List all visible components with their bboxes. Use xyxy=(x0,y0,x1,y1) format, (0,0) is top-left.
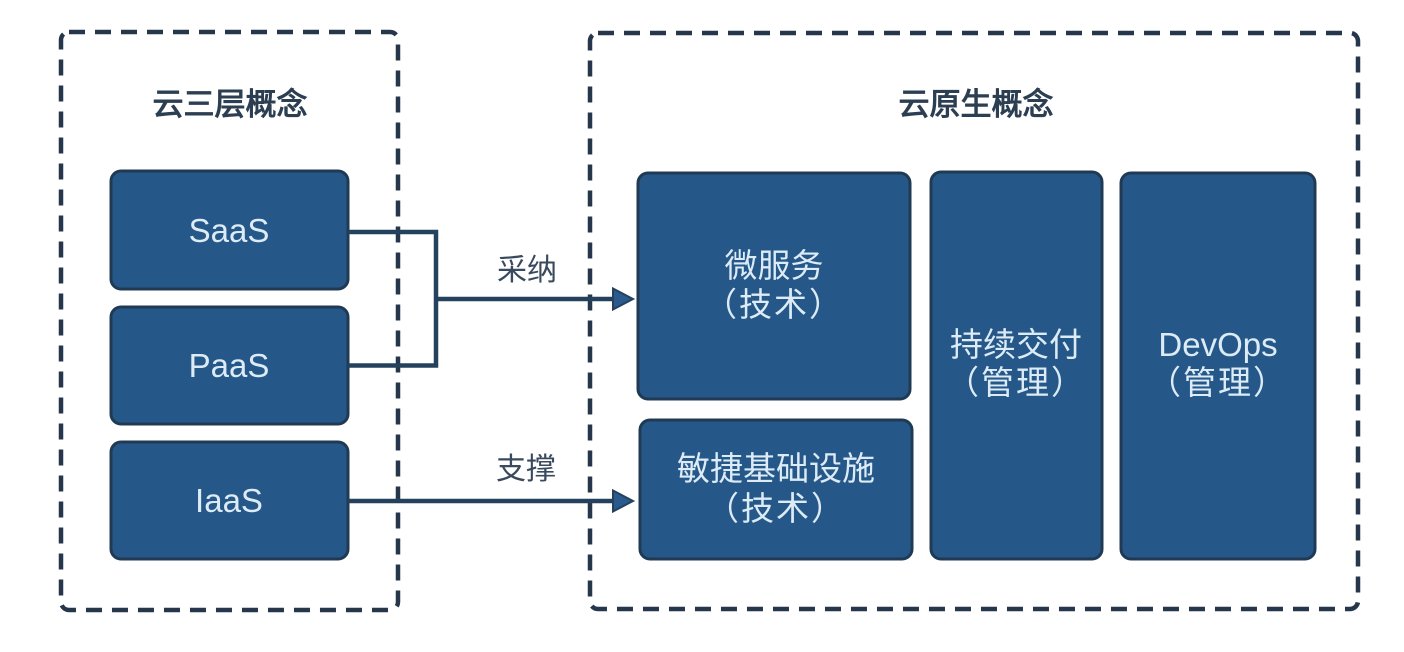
svg-text:敏捷基础设施: 敏捷基础设施 xyxy=(677,450,875,487)
svg-text:DevOps: DevOps xyxy=(1158,326,1277,363)
svg-text:采纳: 采纳 xyxy=(497,254,557,287)
svg-text:PaaS: PaaS xyxy=(189,347,270,384)
svg-text:支撑: 支撑 xyxy=(496,453,556,486)
svg-text:（技术）: （技术） xyxy=(706,490,846,527)
svg-text:（技术）: （技术） xyxy=(704,286,844,323)
svg-text:（管理）: （管理） xyxy=(946,364,1086,401)
svg-text:持续交付: 持续交付 xyxy=(950,326,1082,363)
svg-text:（管理）: （管理） xyxy=(1148,364,1288,401)
svg-text:云三层概念: 云三层概念 xyxy=(153,87,308,122)
svg-text:云原生概念: 云原生概念 xyxy=(899,87,1054,122)
svg-text:SaaS: SaaS xyxy=(189,212,270,249)
svg-text:微服务: 微服务 xyxy=(725,247,824,284)
svg-text:IaaS: IaaS xyxy=(195,482,263,519)
